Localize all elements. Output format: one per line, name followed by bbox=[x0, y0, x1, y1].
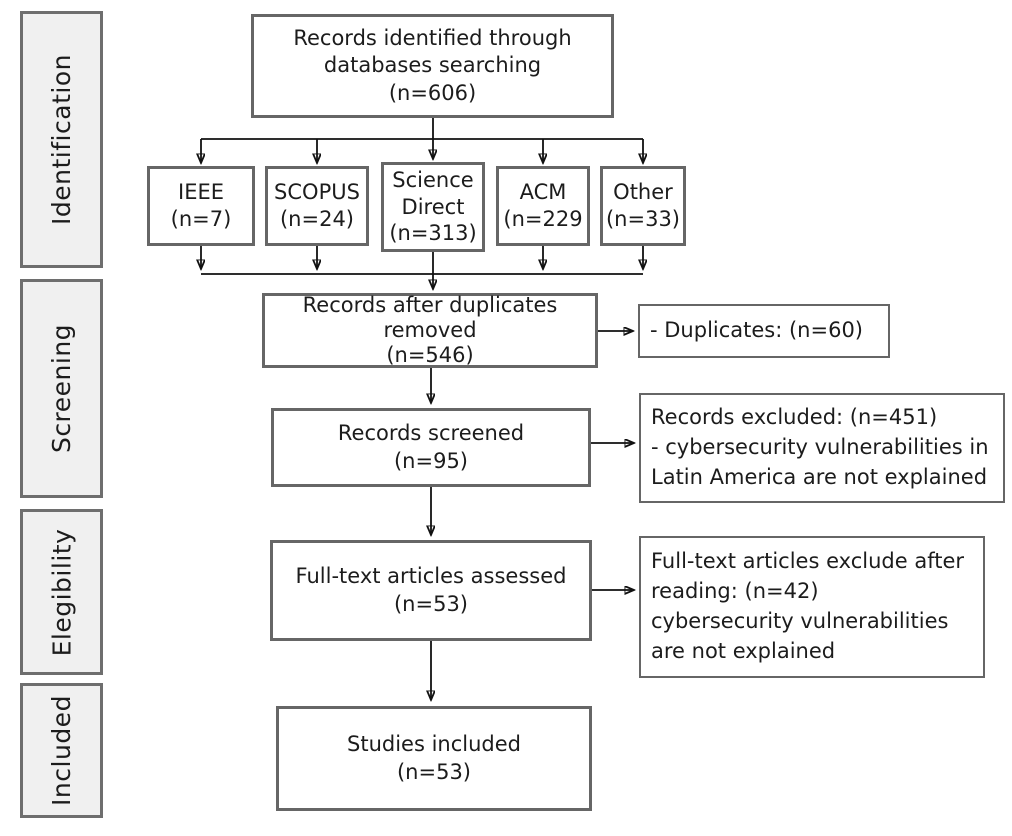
records-excluded-text: Records excluded: (n=451) - cybersecurit… bbox=[651, 405, 989, 489]
box-records-screened: Records screened (n=95) bbox=[271, 408, 591, 487]
box-records-excluded: Records excluded: (n=451) - cybersecurit… bbox=[639, 393, 1005, 503]
db-science-direct-count: (n=313) bbox=[389, 221, 477, 246]
db-box-scopus: SCOPUS (n=24) bbox=[265, 166, 369, 246]
db-scopus-name: SCOPUS bbox=[274, 180, 360, 205]
db-other-name: Other bbox=[613, 180, 673, 205]
db-science-direct-name: Science Direct bbox=[392, 167, 474, 219]
db-acm-name: ACM bbox=[519, 180, 567, 205]
box-duplicates-note: - Duplicates: (n=60) bbox=[638, 304, 890, 358]
box-fulltext-excluded: Full-text articles exclude after reading… bbox=[639, 536, 985, 678]
stage-identification: Identification bbox=[20, 11, 103, 268]
stage-screening: Screening bbox=[20, 279, 103, 498]
stage-screening-label: Screening bbox=[47, 323, 77, 454]
db-scopus-count: (n=24) bbox=[279, 207, 354, 231]
stage-elegibility-label: Elegibility bbox=[47, 528, 76, 656]
duplicates-removed-text: Records after duplicates removed (n=546) bbox=[302, 292, 558, 368]
db-box-science-direct: Science Direct (n=313) bbox=[381, 162, 485, 252]
db-acm-count: (n=229 bbox=[503, 207, 583, 231]
stage-included-label: Included bbox=[47, 695, 76, 806]
db-box-acm: ACM (n=229 bbox=[496, 166, 590, 246]
fulltext-assessed-text: Full-text articles assessed (n=53) bbox=[295, 564, 567, 616]
duplicates-note-text: - Duplicates: (n=60) bbox=[650, 318, 864, 343]
stage-identification-label: Identification bbox=[47, 54, 77, 225]
stage-included: Included bbox=[20, 683, 103, 818]
studies-included-text: Studies included (n=53) bbox=[347, 732, 521, 784]
db-ieee-name: IEEE bbox=[178, 180, 224, 205]
box-studies-included: Studies included (n=53) bbox=[276, 706, 592, 811]
db-box-other: Other (n=33) bbox=[600, 166, 686, 246]
db-ieee-count: (n=7) bbox=[170, 207, 232, 231]
fulltext-excluded-text: Full-text articles exclude after reading… bbox=[651, 549, 965, 663]
records-identified-text: Records identified through databases sea… bbox=[293, 26, 572, 105]
db-other-count: (n=33) bbox=[605, 207, 680, 231]
stage-elegibility: Elegibility bbox=[20, 509, 103, 675]
box-fulltext-assessed: Full-text articles assessed (n=53) bbox=[270, 540, 592, 641]
db-box-ieee: IEEE (n=7) bbox=[147, 166, 255, 246]
records-screened-text: Records screened (n=95) bbox=[337, 421, 525, 473]
box-records-identified: Records identified through databases sea… bbox=[251, 14, 614, 118]
box-duplicates-removed: Records after duplicates removed (n=546) bbox=[262, 293, 598, 368]
